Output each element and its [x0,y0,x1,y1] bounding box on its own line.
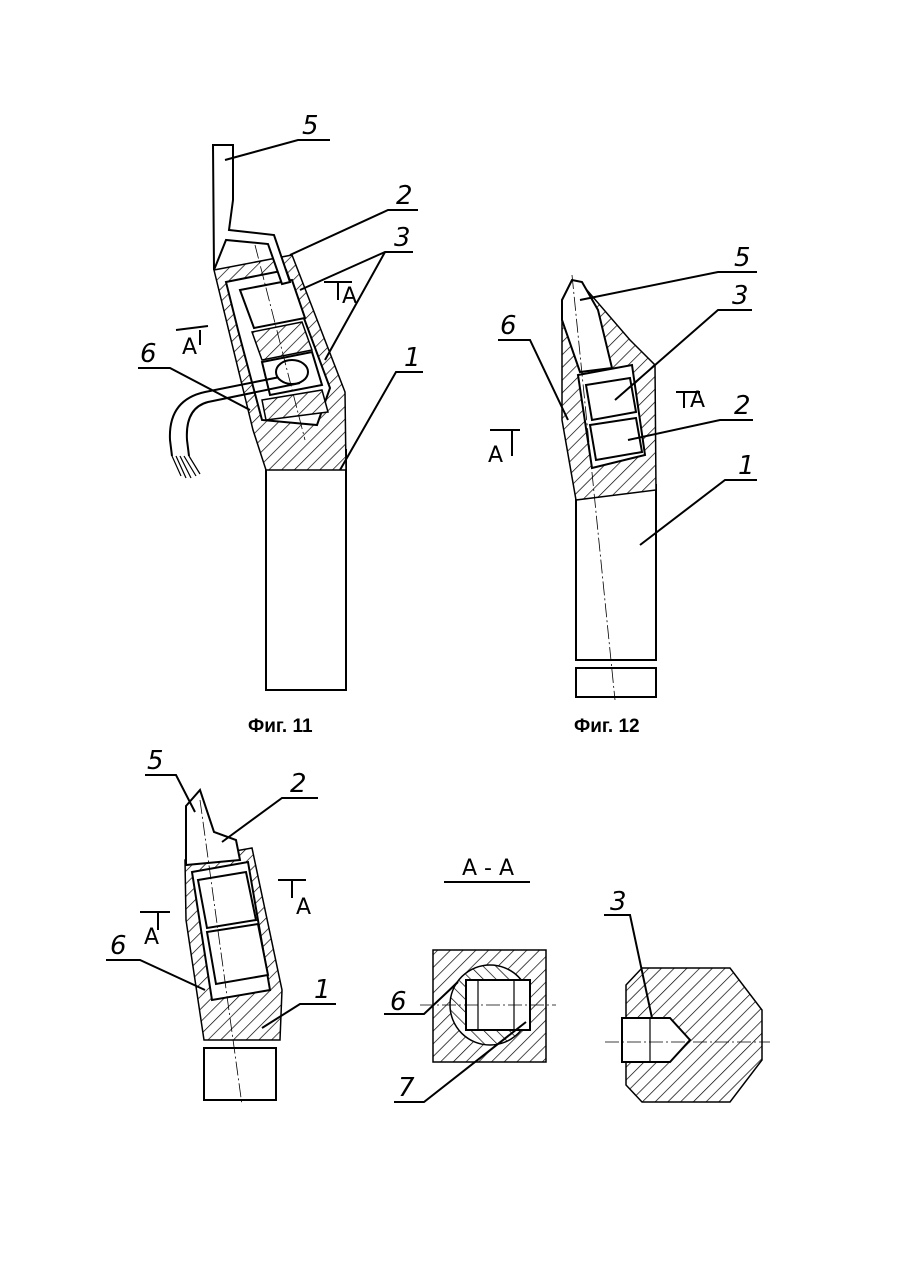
fig12-section-letter-left: A [488,443,503,468]
fig12-label-3: 3 [732,281,749,311]
fig11-section-letter-left: A [182,335,197,360]
fig11-label-2: 2 [396,181,413,211]
fig11-hex-key-end [172,456,200,478]
fig11-label-6: 6 [140,339,157,369]
figure-11: 5 2 3 A A 6 1 [138,111,423,690]
section-label-6: 6 [390,987,407,1017]
figure-13: 5 2 A A 6 1 [106,746,336,1105]
section-label-3: 3 [610,887,627,917]
fig12-label-1: 1 [738,451,755,481]
fig11-caption: Фиг. 11 [248,716,313,738]
fig12-leader-5 [580,272,757,300]
fig13-cutter [186,790,240,865]
fig13-block-lower [207,924,268,984]
figure-12: 5 3 6 A 2 A 1 [488,243,757,700]
fig12-leader-6 [498,340,568,420]
fig13-label-2: 2 [290,769,307,799]
fig12-shank [576,485,656,660]
fig13-label-1: 1 [314,975,331,1005]
fig13-section-letter-left: A [144,925,159,950]
fig11-label-3: 3 [394,223,411,253]
fig11-label-1: 1 [404,343,421,373]
fig11-leader-5 [225,140,330,160]
fig12-label-6: 6 [500,311,517,341]
fig11-shank [266,450,346,690]
section-a-a: A - A 6 7 3 [384,856,770,1103]
fig11-section-letter-right: A [342,284,357,309]
fig11-leader-6 [138,368,250,410]
fig12-leader-1 [640,480,757,545]
fig12-section-letter-right: A [690,388,705,413]
fig12-shank-stub [576,668,656,697]
fig11-label-5: 5 [302,111,319,141]
fig13-label-5: 5 [147,746,164,776]
fig12-label-2: 2 [734,391,751,421]
fig13-leader-2 [222,798,318,842]
fig13-section-letter-right: A [296,895,311,920]
fig12-block-upper [586,378,636,420]
section-title: A - A [462,856,514,881]
fig13-block-upper [198,872,256,928]
fig12-caption: Фиг. 12 [574,716,640,738]
fig11-leader-1 [340,372,423,470]
fig13-label-6: 6 [110,931,127,961]
fig13-leader-6 [106,960,205,990]
fig11-screw-head [276,360,308,384]
section-label-7: 7 [398,1073,415,1103]
fig12-label-5: 5 [734,243,751,273]
